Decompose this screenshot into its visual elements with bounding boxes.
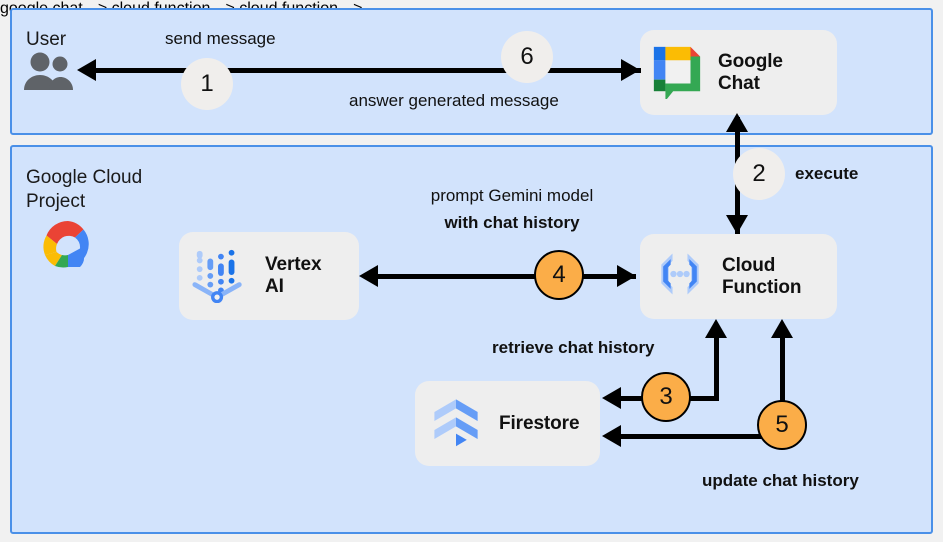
label-prompt-gemini-line1: prompt Gemini model — [430, 186, 594, 205]
arrowhead-to-user — [77, 59, 96, 81]
label-prompt-gemini-line2: with chat history — [444, 213, 580, 232]
node-firestore-label: Firestore — [499, 412, 580, 434]
label-retrieve-chat-history: retrieve chat history — [492, 338, 655, 357]
panel-gcp-title: Google Cloud Project — [26, 167, 143, 212]
node-cloud-function[interactable]: Cloud Function — [640, 234, 837, 319]
label-answer-generated: answer generated message — [349, 91, 559, 110]
arrowhead-to-vertex-ai — [359, 265, 378, 287]
step-badge-5[interactable]: 5 — [757, 400, 807, 450]
label-update-chat-history: update chat history — [702, 471, 859, 490]
step-badge-1[interactable]: 1 — [181, 58, 233, 110]
connector-user-chat — [96, 68, 641, 73]
arrowhead-to-cloud-function-3 — [705, 319, 727, 338]
connector-update-horizontal — [621, 434, 785, 439]
node-google-chat[interactable]: Google Chat — [640, 30, 837, 115]
panel-user-title: User — [26, 29, 67, 50]
arrowhead-to-firestore-3 — [602, 387, 621, 409]
step-badge-3[interactable]: 3 — [641, 372, 691, 422]
node-cloud-function-label: Cloud Function — [722, 254, 802, 298]
connector-retrieve-vertical — [714, 338, 719, 400]
label-send-message: send message — [165, 29, 276, 48]
arrowhead-to-cloud-function-5 — [771, 319, 793, 338]
connector-function-vertex — [378, 274, 636, 279]
google-chat-icon — [650, 41, 704, 104]
arrowhead-to-google-chat-2 — [726, 113, 748, 132]
node-firestore[interactable]: Firestore — [415, 381, 600, 466]
users-icon — [22, 52, 78, 92]
panel-google-cloud-project — [10, 145, 933, 534]
node-vertex-ai[interactable]: Vertex AI — [179, 232, 359, 320]
label-execute: execute — [795, 164, 859, 183]
arrowhead-to-google-chat — [621, 59, 640, 81]
node-google-chat-label: Google Chat — [718, 50, 783, 94]
step-badge-2[interactable]: 2 — [733, 148, 785, 200]
cloud-function-icon — [652, 246, 708, 307]
google-cloud-logo-icon — [35, 218, 101, 270]
connector-update-vertical — [780, 338, 785, 438]
arrowhead-to-firestore-5 — [602, 425, 621, 447]
arrowhead-to-cloud-function-4 — [617, 265, 636, 287]
vertex-ai-icon — [191, 245, 247, 308]
node-vertex-ai-label: Vertex AI — [265, 254, 322, 297]
arrowhead-to-cloud-function-2 — [726, 215, 748, 234]
step-badge-4[interactable]: 4 — [534, 250, 584, 300]
step-badge-6[interactable]: 6 — [501, 31, 553, 83]
firestore-icon — [429, 394, 483, 453]
